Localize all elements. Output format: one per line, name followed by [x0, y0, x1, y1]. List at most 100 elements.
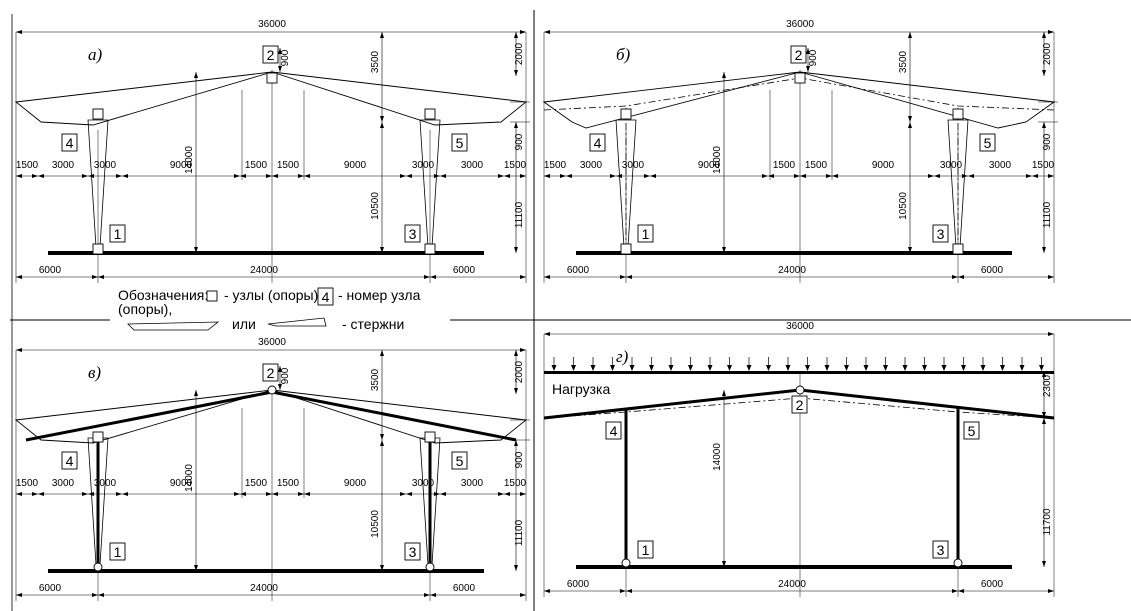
- arrow-head: [1048, 332, 1054, 336]
- load-arrow-head: [707, 365, 713, 371]
- panel-letter-a: а): [88, 45, 103, 64]
- arrow-head: [278, 66, 282, 72]
- arrow-head: [514, 565, 518, 571]
- arrow-head: [722, 72, 726, 78]
- node-number-4: 4: [610, 423, 618, 439]
- dim-segment-8: 3000: [989, 160, 1012, 171]
- dim-height-right: 11100: [514, 519, 525, 546]
- dim-segment-2: 3000: [94, 478, 117, 489]
- arrow-head: [240, 492, 246, 496]
- load-arrow-head: [941, 365, 947, 371]
- arrow-head: [98, 275, 104, 279]
- node-2: [795, 385, 805, 395]
- dim-segment-0: 1500: [16, 160, 39, 171]
- arrow-head: [88, 174, 94, 178]
- load-arrow-head: [610, 365, 615, 371]
- arrow-head: [304, 492, 310, 496]
- arrow-head: [514, 122, 518, 128]
- load-arrow-head: [649, 365, 654, 371]
- rafter-left: [543, 388, 801, 420]
- arrow-head: [1042, 561, 1046, 567]
- axis-dashdot-left: [543, 77, 801, 111]
- arrow-head: [440, 174, 446, 178]
- arrow-head: [504, 174, 510, 178]
- arrow-head: [928, 174, 934, 178]
- dim-height-mid: 10500: [370, 192, 381, 220]
- roof-right: [799, 71, 1056, 129]
- arrow-head: [278, 366, 282, 372]
- arrow-head: [832, 174, 838, 178]
- arrow-head: [504, 492, 510, 496]
- rafter-right: [799, 388, 1055, 420]
- node-number-3-box: [932, 224, 949, 243]
- arrow-head: [272, 174, 278, 178]
- panel-letter-b: б): [616, 45, 631, 64]
- arrow-head: [16, 30, 22, 34]
- dim-segment-2: 3000: [94, 160, 117, 171]
- arrow-head: [194, 565, 198, 571]
- arrow-head: [962, 174, 968, 178]
- arrow-head: [430, 275, 436, 279]
- arrow-head: [908, 122, 912, 128]
- arrow-head: [266, 174, 272, 178]
- arrow-head: [194, 390, 198, 396]
- arrow-head: [122, 492, 128, 496]
- dim-height-right: 11100: [514, 201, 525, 228]
- load-arrow-head: [746, 365, 752, 371]
- load-arrow-head: [863, 365, 869, 371]
- node-number-2-box: [262, 363, 279, 382]
- dim-height-mid: 10500: [370, 510, 381, 538]
- dim-height-right: 11100: [1042, 201, 1053, 228]
- dim-segment-7: 3000: [940, 160, 963, 171]
- load-arrow-head: [668, 365, 674, 371]
- node-5: [424, 108, 436, 120]
- dim-rise-900-top: 900: [280, 49, 291, 66]
- node-number-2-box: [262, 45, 279, 64]
- node-number-2: 2: [267, 47, 275, 63]
- arrow-head: [82, 174, 88, 178]
- legend-node-number-box: [317, 287, 334, 306]
- node-3: [953, 558, 963, 568]
- arrow-head: [544, 30, 550, 34]
- node-2: [266, 72, 278, 84]
- node-number-4-box: [61, 451, 78, 470]
- node-number-1: 1: [642, 542, 650, 558]
- arrow-head: [380, 32, 384, 38]
- arrow-head: [98, 593, 104, 597]
- arrow-head: [88, 492, 94, 496]
- node-number-4-box: [605, 421, 622, 440]
- arrow-head: [304, 174, 310, 178]
- arrow-head: [908, 247, 912, 253]
- dim-rise-900-right: 900: [514, 451, 525, 468]
- arrow-head: [116, 492, 122, 496]
- arrow-head: [16, 348, 22, 352]
- node-number-3-box: [404, 542, 421, 561]
- node-2: [794, 72, 806, 84]
- load-arrow-head: [766, 365, 771, 371]
- dim-total-span: 36000: [786, 19, 814, 30]
- load-arrow-head: [1000, 365, 1005, 371]
- dim-total-span: 36000: [258, 337, 286, 348]
- arrow-head: [520, 275, 526, 279]
- load-line: [544, 371, 1054, 374]
- arrow-head: [514, 388, 518, 394]
- dim-segment-5: 1500: [277, 160, 300, 171]
- arrow-head: [520, 348, 526, 352]
- dim-rise-2000: 2000: [1042, 42, 1053, 65]
- dim-height-top: 14000: [712, 146, 723, 174]
- panel-letter-v: в): [88, 363, 101, 382]
- arrow-head: [610, 174, 616, 178]
- axis-dashdot-right: [799, 77, 1055, 111]
- arrow-head: [16, 275, 22, 279]
- node-number-3: 3: [937, 226, 945, 242]
- arrow-head: [794, 174, 800, 178]
- roof-left: [542, 71, 801, 129]
- dim-rise-2000: 2000: [514, 42, 525, 65]
- node-number-1: 1: [114, 226, 122, 242]
- legend-node-number: 4: [322, 289, 330, 305]
- arrow-head: [240, 174, 246, 178]
- ground-bar: [48, 251, 484, 255]
- arrow-head: [266, 492, 272, 496]
- arrow-head: [544, 332, 550, 336]
